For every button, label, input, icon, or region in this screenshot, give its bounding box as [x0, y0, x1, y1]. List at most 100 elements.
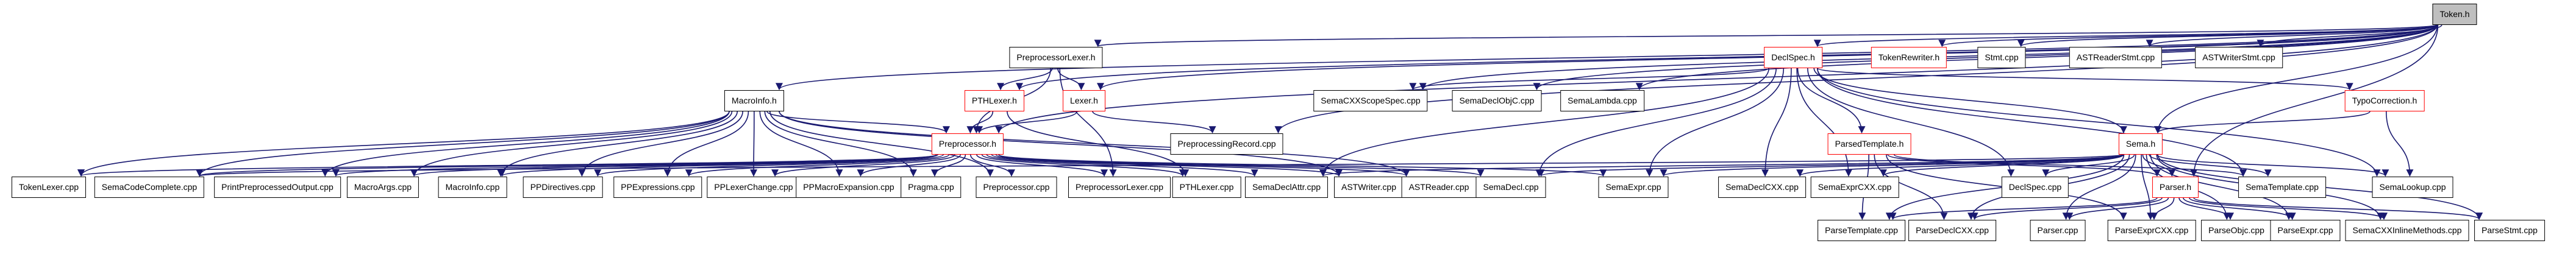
graph-node-printpreprocessedoutput_cpp[interactable]: PrintPreprocessedOutput.cpp: [214, 177, 341, 198]
graph-edge-macroinfo_h-to-ppmacroexpansion_cpp: [759, 111, 843, 177]
graph-edge-preprocessor_h-to-pplexerchange_cpp: [771, 154, 955, 177]
graph-edge-preprocessor_h-to-semadecl_cpp: [998, 154, 1485, 177]
graph-node-parser_cpp[interactable]: Parser.cpp: [2030, 220, 2086, 241]
graph-node-stmt_cpp[interactable]: Stmt.cpp: [1977, 47, 2026, 68]
graph-edge-parser_h-to-parser_cpp: [2066, 197, 2169, 220]
graph-node-ppmacroexpansion_cpp[interactable]: PPMacroExpansion.cpp: [796, 177, 902, 198]
graph-edge-declspec_h-to-typocorrection_h: [1817, 68, 2353, 91]
graph-edge-sema_h-to-sematemplate_cpp: [2149, 154, 2272, 177]
graph-edge-pthlexer_h-to-pthlexer_cpp: [1007, 111, 1190, 177]
graph-edge-macroinfo_h-to-pragma_cpp: [764, 111, 917, 177]
graph-node-preprocessorlexer_h[interactable]: PreprocessorLexer.h: [1009, 47, 1103, 68]
graph-node-declspec_h[interactable]: DeclSpec.h: [1764, 47, 1822, 68]
graph-node-lexer_h[interactable]: Lexer.h: [1063, 90, 1105, 111]
graph-edge-declspec_h-to-semaexprcxx_cpp: [1796, 68, 1852, 177]
graph-node-semacodecomplete_cpp[interactable]: SemaCodeComplete.cpp: [94, 177, 205, 198]
graph-node-semaexpr_cpp[interactable]: SemaExpr.cpp: [1598, 177, 1669, 198]
graph-node-parsetemplate_cpp[interactable]: ParseTemplate.cpp: [1818, 220, 1905, 241]
graph-node-astwriter_cpp[interactable]: ASTWriter.cpp: [1334, 177, 1404, 198]
graph-edge-preprocessor_h-to-pragma_cpp: [931, 154, 966, 177]
graph-node-macroinfo_h[interactable]: MacroInfo.h: [724, 90, 784, 111]
graph-node-parser_h[interactable]: Parser.h: [2152, 177, 2199, 198]
graph-edge-parser_h-to-parsetemplate_cpp: [1889, 197, 2158, 220]
graph-node-preprocessor_h[interactable]: Preprocessor.h: [931, 133, 1004, 155]
graph-edge-parser_h-to-parseobjc_cpp: [2178, 197, 2234, 220]
graph-node-pthlexer_h[interactable]: PTHLexer.h: [965, 90, 1024, 111]
graph-edge-macroinfo_h-to-astreader_cpp: [779, 111, 1410, 177]
graph-node-semadeclattr_cpp[interactable]: SemaDeclAttr.cpp: [1244, 177, 1329, 198]
graph-node-preprocessingrecord_cpp[interactable]: PreprocessingRecord.cpp: [1170, 133, 1283, 155]
graph-node-parseobjc_cpp[interactable]: ParseObjc.cpp: [2201, 220, 2272, 241]
graph-edge-declspec_h-to-semalookup_cpp: [1817, 68, 2381, 177]
graph-edge-macroinfo_h-to-macroargs_cpp: [410, 111, 733, 177]
graph-node-typocorrection_h[interactable]: TypoCorrection.h: [2344, 90, 2425, 111]
graph-edge-preprocessor_h-to-semacodecomplete_cpp: [196, 154, 937, 177]
graph-edge-macroinfo_h-to-printpreprocessedoutput_cpp: [321, 111, 730, 177]
graph-node-semalookup_cpp[interactable]: SemaLookup.cpp: [2372, 177, 2453, 198]
graph-edge-token-to-declspec_h: [1814, 24, 2438, 47]
graph-edge-pthlexer_h-to-preprocessor_h: [966, 111, 994, 134]
graph-edge-sema_h-to-semadeclattr_cpp: [1319, 154, 2124, 177]
graph-node-macroargs_cpp[interactable]: MacroArgs.cpp: [346, 177, 419, 198]
graph-node-semadeclobjc_cpp[interactable]: SemaDeclObjC.cpp: [1452, 90, 1542, 111]
graph-node-ppexpressions_cpp[interactable]: PPExpressions.cpp: [613, 177, 702, 198]
graph-edge-token-to-preprocessor_h: [995, 24, 2438, 134]
graph-edge-preprocessor_h-to-macroargs_cpp: [410, 154, 937, 177]
graph-edge-preprocessorlexer_h-to-pthlexer_h: [997, 68, 1053, 91]
graph-edge-preprocessor_h-to-ppdirectives_cpp: [594, 154, 944, 177]
graph-edge-preprocessor_h-to-macroinfo_cpp: [498, 154, 939, 177]
graph-edge-parser_h-to-parseexprcxx_cpp: [2150, 197, 2175, 220]
graph-node-astwriterstmt_cpp[interactable]: ASTWriterStmt.cpp: [2195, 47, 2283, 68]
graph-edge-token-to-sema_h: [2154, 24, 2438, 134]
graph-edge-macroinfo_h-to-preprocessor_h: [766, 111, 950, 134]
graph-node-declspec_cpp[interactable]: DeclSpec.cpp: [2001, 177, 2069, 198]
graph-node-macroinfo_cpp[interactable]: MacroInfo.cpp: [438, 177, 507, 198]
graph-edge-token-to-semalambda_cpp: [1636, 24, 2438, 91]
graph-node-preprocessor_cpp[interactable]: Preprocessor.cpp: [976, 177, 1057, 198]
graph-node-parsedeclcxx_cpp[interactable]: ParseDeclCXX.cpp: [1908, 220, 1996, 241]
graph-edge-declspec_h-to-semadeclcxx_cpp: [1761, 68, 1792, 177]
graph-node-astreader_cpp[interactable]: ASTReader.cpp: [1401, 177, 1477, 198]
graph-node-parseexpr_cpp[interactable]: ParseExpr.cpp: [2270, 220, 2341, 241]
graph-edge-preprocessor_h-to-semadeclattr_cpp: [986, 154, 1258, 177]
graph-node-tokenrewriter_h[interactable]: TokenRewriter.h: [1871, 47, 1947, 68]
graph-edge-token-to-stmt_cpp: [2017, 24, 2438, 47]
graph-edge-token-to-astreaderstmt_cpp: [2146, 24, 2438, 47]
graph-edge-preprocessor_h-to-printpreprocessedoutput_cpp: [332, 154, 937, 177]
graph-edge-sema_h-to-semadeclcxx_cpp: [1796, 154, 2124, 177]
graph-edge-sema_h-to-semalookup_cpp: [2157, 154, 2389, 177]
graph-node-pplexerchange_cpp[interactable]: PPLexerChange.cpp: [707, 177, 801, 198]
graph-node-semadeclcxx_cpp[interactable]: SemaDeclCXX.cpp: [1718, 177, 1806, 198]
graph-node-astreaderstmt_cpp[interactable]: ASTReaderStmt.cpp: [2069, 47, 2163, 68]
graph-node-preprocessorlexer_cpp[interactable]: PreprocessorLexer.cpp: [1068, 177, 1171, 198]
graph-node-sematemplate_cpp[interactable]: SemaTemplate.cpp: [2238, 177, 2326, 198]
graph-node-semalambda_cpp[interactable]: SemaLambda.cpp: [1560, 90, 1644, 111]
graph-edge-preprocessor_h-to-ppexpressions_cpp: [685, 154, 950, 177]
graph-edge-typocorrection_h-to-sema_h: [2154, 111, 2371, 134]
graph-node-parsedtemplate_h[interactable]: ParsedTemplate.h: [1827, 133, 1911, 155]
graph-edge-sema_h-to-parser_cpp: [2062, 154, 2136, 220]
graph-edge-sema_h-to-semacodecomplete_cpp: [197, 154, 2124, 177]
graph-node-semaexprcxx_cpp[interactable]: SemaExprCXX.cpp: [1810, 177, 1899, 198]
graph-edge-preprocessor_h-to-astreader_cpp: [995, 154, 1410, 177]
graph-edge-token-to-preprocessingrecord_cpp: [1274, 24, 2438, 134]
graph-node-sema_h[interactable]: Sema.h: [2118, 133, 2163, 155]
graph-node-parsestmt_cpp[interactable]: ParseStmt.cpp: [2474, 220, 2545, 241]
graph-node-tokenlexer_cpp[interactable]: TokenLexer.cpp: [11, 177, 87, 198]
graph-edge-parser_h-to-parsestmt_cpp: [2193, 197, 2483, 220]
graph-node-semacxxscopespec_cpp[interactable]: SemaCXXScopeSpec.cpp: [1313, 90, 1428, 111]
graph-node-pragma_cpp[interactable]: Pragma.cpp: [901, 177, 962, 198]
graph-edge-sema_h-to-parseexprcxx_cpp: [2141, 154, 2155, 220]
graph-edge-macroinfo_h-to-tokenlexer_cpp: [77, 111, 730, 177]
graph-node-ppdirectives_cpp[interactable]: PPDirectives.cpp: [523, 177, 603, 198]
graph-node-semacxxinlinemethods_cpp[interactable]: SemaCXXInlineMethods.cpp: [2345, 220, 2469, 241]
graph-node-parseexprcxx_cpp[interactable]: ParseExprCXX.cpp: [2107, 220, 2196, 241]
graph-edge-parsedtemplate_h-to-parser_h: [1887, 154, 2161, 177]
graph-edge-parser_h-to-semacxxinlinemethods_cpp: [2189, 197, 2388, 220]
graph-node-semadecl_cpp[interactable]: SemaDecl.cpp: [1475, 177, 1546, 198]
graph-edge-sema_h-to-declspec_cpp: [2042, 154, 2135, 177]
graph-edge-declspec_h-to-semaexpr_cpp: [1646, 68, 1785, 177]
graph-node-pthlexer_cpp[interactable]: PTHLexer.cpp: [1172, 177, 1241, 198]
graph-edge-parser_h-to-parseexpr_cpp: [2183, 197, 2296, 220]
